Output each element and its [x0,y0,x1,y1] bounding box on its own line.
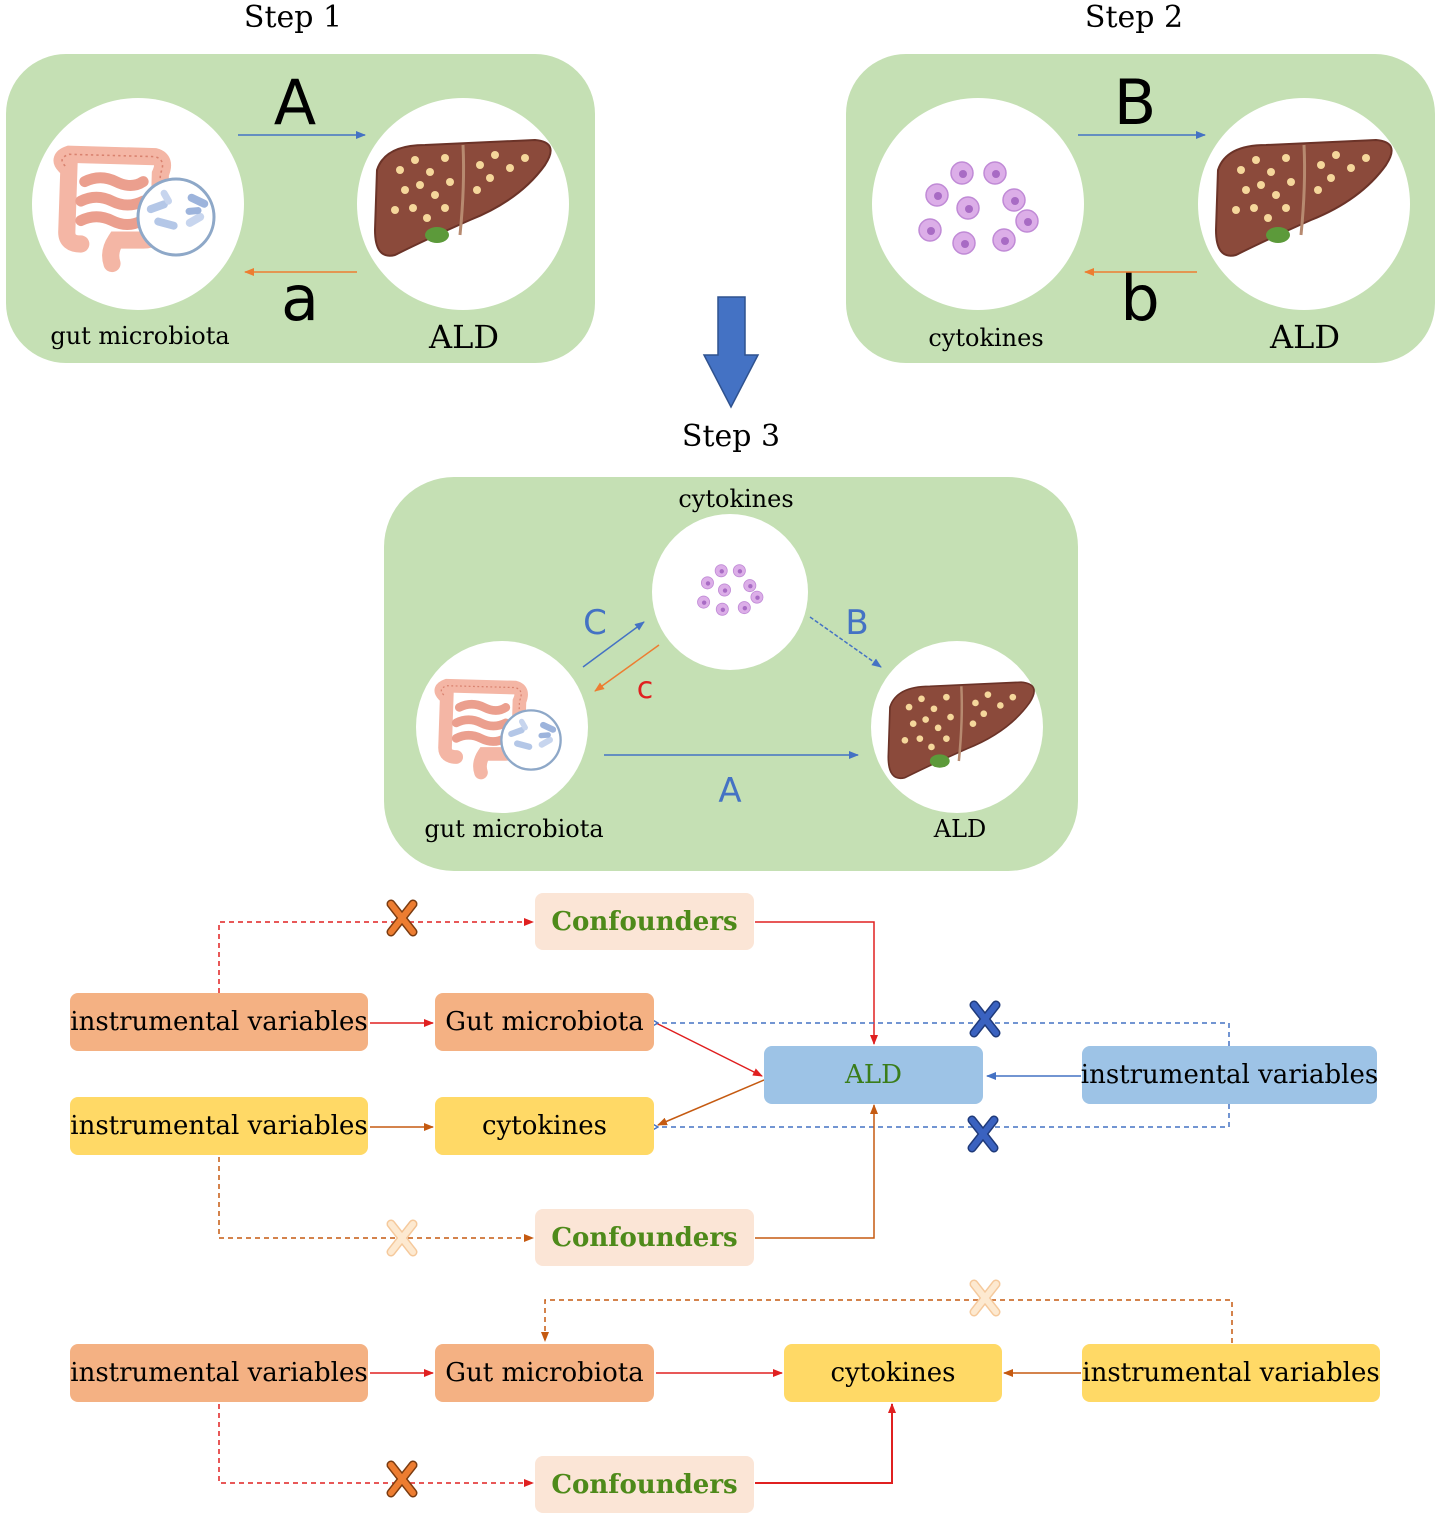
cross-mark-icon [974,1005,996,1033]
d2-iv-yellow: instrumental variables [1082,1344,1380,1402]
step1-left-label: gut microbiota [50,322,230,350]
d1-iv-yellow: instrumental variables [70,1097,368,1155]
cross-mark-icon [391,1465,413,1493]
d2-iv-orange: instrumental variables [70,1344,368,1402]
d1-blueiv-to-cytokines-dashed [658,1104,1230,1127]
bacteria-magnifier-icon [500,709,562,771]
step1-title: Step 1 [243,0,343,35]
step3-letter-C: C [583,603,607,643]
step2-lower-letter: b [1120,262,1160,335]
step3-left-label: gut microbiota [424,815,604,843]
d2-cytokines: cytokines [784,1344,1002,1402]
liver-icon [373,138,553,258]
cells-icon [697,564,764,616]
d2-yellowiv-to-gut-dashed [541,1299,1233,1343]
d2-iv-to-confounders-dashed [218,1404,534,1487]
cells-icon [918,161,1039,255]
bacteria-magnifier-icon [136,177,216,257]
down-arrow-icon [702,296,760,409]
d1-blueiv-to-gut-dashed [658,1023,1230,1046]
step1-upper-letter: A [273,66,317,139]
cross-mark-icon [974,1284,996,1312]
d1-confounders-top: Confounders [535,893,754,950]
step3-right-label: ALD [933,815,987,843]
d2-confounders-to-cytokines [755,1403,896,1484]
liver-icon [887,680,1036,780]
d1-iv-orange: instrumental variables [70,993,368,1051]
step3-letter-A: A [718,771,742,811]
d1-confounders-bottom: Confounders [535,1209,754,1266]
step2-left-label: cytokines [928,324,1044,352]
step2-title: Step 2 [1084,0,1184,35]
d1-confounders-bottom-to-ald [755,1104,878,1239]
step3-letter-c: c [636,671,654,706]
step2-upper-letter: B [1113,66,1157,139]
step2-right-label: ALD [1269,318,1340,356]
step3-arrow-c [594,644,660,692]
d1-gut-microbiota: Gut microbiota [435,993,654,1051]
d1-ald: ALD [764,1046,983,1104]
step1-right-label: ALD [428,318,499,356]
step3-arrow-B [809,616,882,668]
step3-letter-B: B [845,603,869,643]
cross-mark-icon [391,904,413,932]
d1-confounders-to-ald [755,921,878,1045]
d1-yellowiv-to-confounders-dashed [218,1157,534,1242]
d1-gut-to-ald [655,1022,763,1077]
cross-mark-icon [972,1120,994,1148]
step3-title: Step 3 [681,419,781,454]
d1-iv-blue: instrumental variables [1081,1046,1378,1104]
step1-lower-letter: a [281,262,319,335]
liver-icon [1214,138,1394,258]
d1-cytokines: cytokines [435,1097,654,1155]
step3-arrow-C [582,621,645,668]
d1-iv-to-confounders-dashed [218,918,534,993]
d2-gut-microbiota: Gut microbiota [435,1344,654,1402]
step3-top-label: cytokines [678,485,794,513]
d1-ald-to-cytokines [657,1079,765,1126]
d2-confounders: Confounders [535,1456,754,1513]
